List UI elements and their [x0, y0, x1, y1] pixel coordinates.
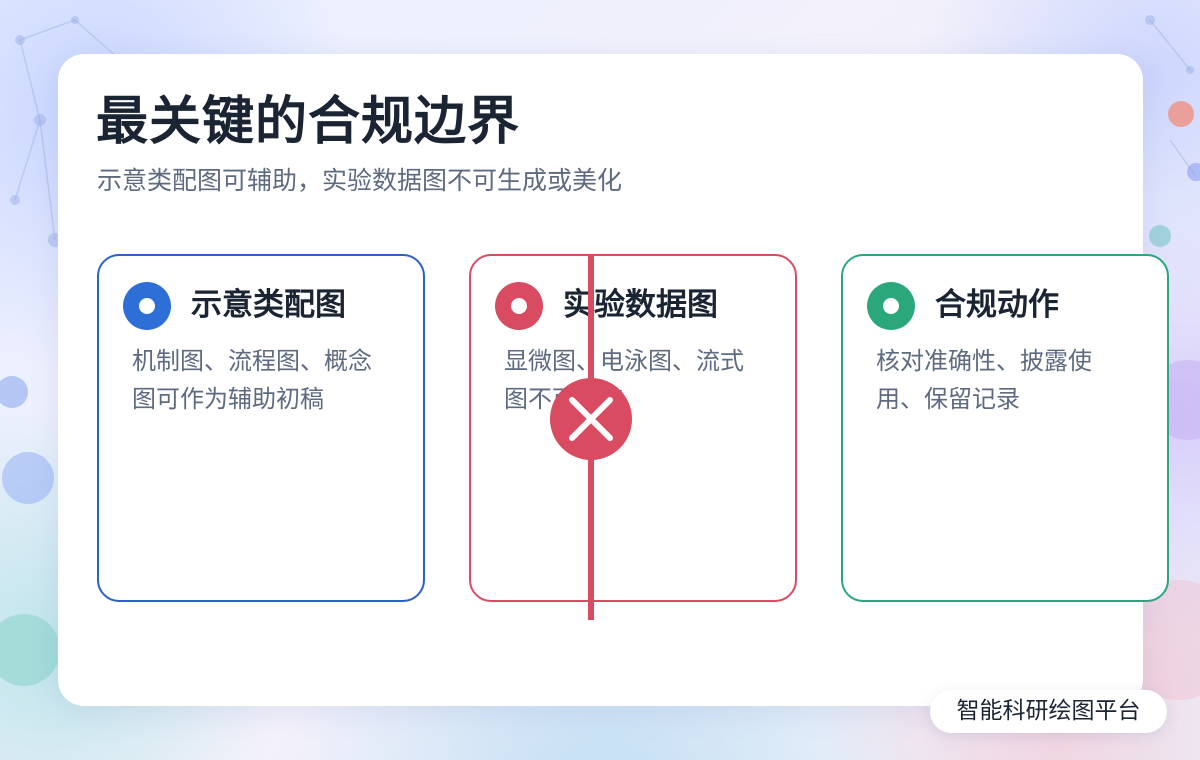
brand-badge: 智能科研绘图平台 — [930, 690, 1167, 733]
card-heading: 示意类配图 — [191, 287, 346, 323]
green-ring-bullet-icon — [867, 282, 915, 330]
brand-label: 智能科研绘图平台 — [956, 698, 1141, 724]
slide-subtitle: 示意类配图可辅助，实验数据图不可生成或美化 — [97, 166, 623, 195]
slide-title: 最关键的合规边界 — [96, 92, 521, 152]
red-ring-bullet-icon — [495, 282, 543, 330]
card-description: 核对准确性、披露使用、保留记录 — [876, 347, 1092, 413]
card-compliance-actions: 合规动作 核对准确性、披露使用、保留记录 — [841, 254, 1169, 602]
card-heading: 实验数据图 — [563, 287, 718, 323]
card-schematic-figures: 示意类配图 机制图、流程图、概念图可作为辅助初稿 — [97, 254, 425, 602]
card-description: 机制图、流程图、概念图可作为辅助初稿 — [132, 347, 372, 413]
cross-icon — [550, 378, 632, 460]
card-experimental-data-figures: 实验数据图 显微图、电泳图、流式图不可伪造 — [469, 254, 797, 602]
blue-ring-bullet-icon — [123, 282, 171, 330]
card-heading: 合规动作 — [935, 287, 1059, 323]
